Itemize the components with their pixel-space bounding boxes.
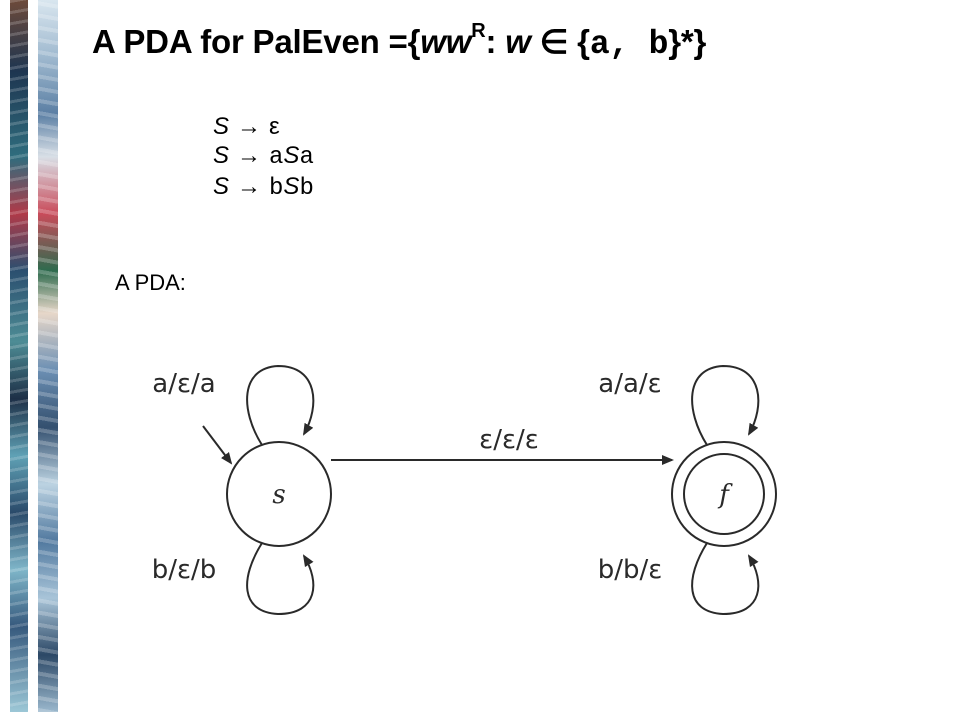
rule-rhs-symbol: ε	[269, 113, 280, 140]
title-prefix: A PDA for PalEven ={	[92, 23, 421, 60]
rule-arrow: →	[237, 113, 262, 140]
self-loop-f-bottom	[691, 542, 760, 616]
rule-rhs-terminal: a	[269, 144, 284, 171]
self-loop-s-top	[246, 364, 315, 446]
grammar-rule: S→bSb	[213, 172, 314, 203]
slide-title: A PDA for PalEven ={wwR: w ∈ {a, b}*}	[92, 20, 707, 63]
rule-rhs-terminal: b	[269, 175, 284, 202]
rule-arrow: →	[237, 142, 262, 169]
state-s-label: s	[272, 480, 285, 510]
rule-rhs-terminal: b	[299, 175, 314, 202]
pda-label: A PDA:	[115, 270, 186, 295]
state-f-accept-ring	[683, 453, 765, 535]
rule-lhs: S	[213, 173, 230, 200]
rule-lhs: S	[213, 142, 230, 169]
state-s	[226, 441, 332, 547]
title-suffix: }*}	[668, 23, 707, 60]
grammar-rule: S → ε	[213, 112, 314, 141]
title-separator: :	[485, 23, 506, 60]
transition-label-f-top: a/a/ε	[598, 369, 661, 399]
title-alphabet: a, b	[589, 26, 669, 63]
grammar-rule: S→aSa	[213, 141, 314, 172]
transition-label-f-bottom: b/b/ε	[598, 555, 663, 585]
decorative-art-strip-right	[38, 0, 58, 712]
start-arrow	[202, 425, 233, 465]
title-element-of: ∈ {	[530, 23, 590, 60]
self-loop-f-top	[691, 364, 760, 446]
transition-label-s-top: a/ε/a	[152, 369, 215, 399]
rule-rhs-variable: S	[283, 173, 300, 200]
title-var-w: w	[505, 23, 531, 60]
grammar-rules: S→ε S→aSa S→bSb	[213, 112, 314, 203]
transition-label-s-bottom: b/ε/b	[152, 555, 217, 585]
decorative-art-strip-left	[10, 0, 28, 712]
title-superscript-r: R	[471, 20, 486, 42]
transition-label-s-to-f: ε/ε/ε	[479, 425, 539, 455]
rule-rhs-variable: S	[283, 142, 300, 169]
rule-lhs: S	[213, 113, 230, 140]
self-loop-s-bottom	[246, 542, 315, 616]
rule-rhs-terminal: a	[299, 144, 314, 171]
rule-arrow: →	[237, 173, 262, 200]
title-var-ww: ww	[420, 23, 472, 60]
state-f	[671, 441, 777, 547]
